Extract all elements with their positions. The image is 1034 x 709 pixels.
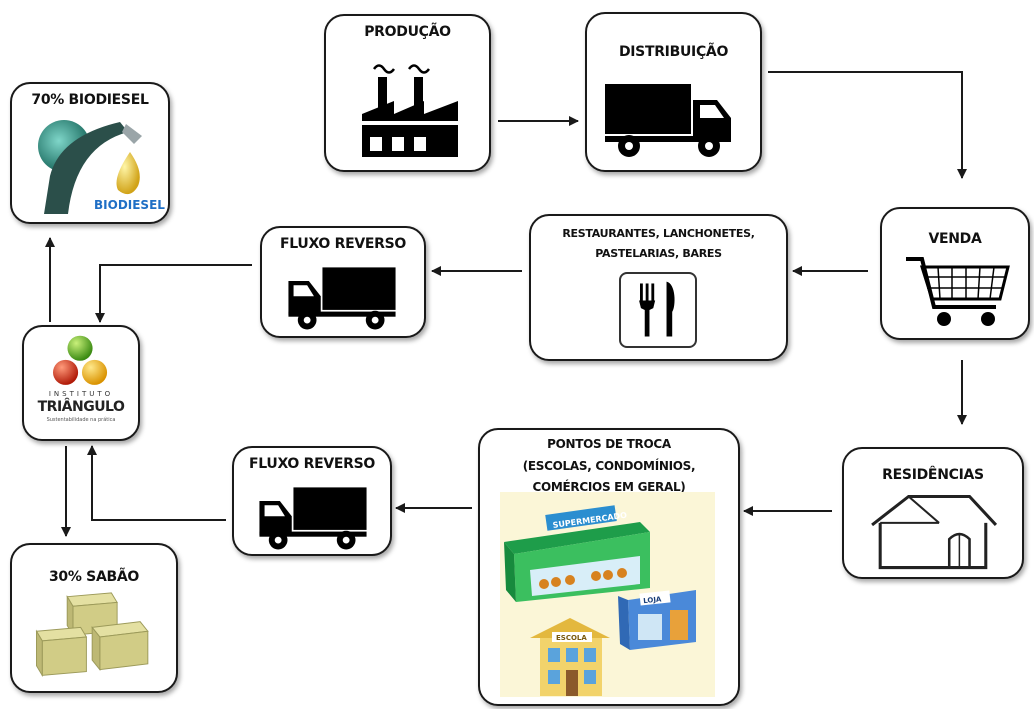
loja-sign: LOJA [643,595,662,605]
arrow-distribuicao-to-venda [768,71,967,179]
residencias-label: RESIDÊNCIAS [882,467,984,483]
truck-icon [605,84,731,157]
truck-icon [259,487,367,550]
biodiesel-badge: BIODIESEL [94,198,165,212]
instituto-triangulo-logo [53,335,108,385]
node-restaurantes: RESTAURANTES, LANCHONETES, PASTELARIAS, … [529,214,788,361]
node-biodiesel: 70% BIODIESEL BIODIESEL [10,82,170,224]
fluxo-reverso-top-label: FLUXO REVERSO [279,236,407,252]
node-fluxo-reverso-top: FLUXO REVERSO [260,226,426,338]
venda-label: VENDA [928,231,982,247]
node-instituto-triangulo: INSTITUTO TRIÂNGULO Sustentabilidade na … [22,325,140,441]
fluxo-reverso-bottom-label: FLUXO REVERSO [248,456,376,472]
logo-instituto-text: INSTITUTO [48,390,114,398]
biodiesel-label: 70% BIODIESEL [31,92,149,108]
producao-label: PRODUÇÃO [364,24,451,40]
arrow-fluxo-to-logo-bottom [87,445,226,521]
factory-icon [362,64,458,157]
distribuicao-label: DISTRIBUIÇÃO [618,44,729,60]
node-fluxo-reverso-bottom: FLUXO REVERSO [232,446,392,556]
sabao-label: 30% SABÃO [48,569,139,585]
node-producao: PRODUÇÃO [324,14,491,172]
node-distribuicao: DISTRIBUIÇÃO [585,12,762,172]
fuel-nozzle-icon: BIODIESEL [38,120,165,214]
restaurantes-label-line1: RESTAURANTES, LANCHONETES, [562,227,755,240]
escola-sign: ESCOLA [556,634,587,642]
restaurantes-label-line2: PASTELARIAS, BARES [595,247,722,260]
logo-tagline: Sustentabilidade na prática [46,417,116,423]
pontos-label-line2: (ESCOLAS, CONDOMÍNIOS, [522,459,696,473]
node-venda: VENDA [880,207,1030,340]
fork-knife-icon [619,272,697,348]
node-sabao: 30% SABÃO [10,543,178,693]
pontos-label-line1: PONTOS DE TROCA [547,437,671,451]
logo-triangulo-text: TRIÂNGULO [37,399,125,415]
node-residencias: RESIDÊNCIAS [842,447,1024,579]
pontos-label-line3: COMÉRCIOS EM GERAL) [532,480,686,494]
house-icon [871,494,998,570]
shopping-cart-icon [906,257,1010,326]
shops-school-illustration: SUPERMERCADO LOJA ESCOLA [500,492,715,697]
arrow-fluxo-to-logo [95,264,252,323]
soap-bars-icon [35,592,149,678]
node-pontos-de-troca: PONTOS DE TROCA (ESCOLAS, CONDOMÍNIOS, C… [478,428,740,706]
truck-icon [288,267,396,330]
